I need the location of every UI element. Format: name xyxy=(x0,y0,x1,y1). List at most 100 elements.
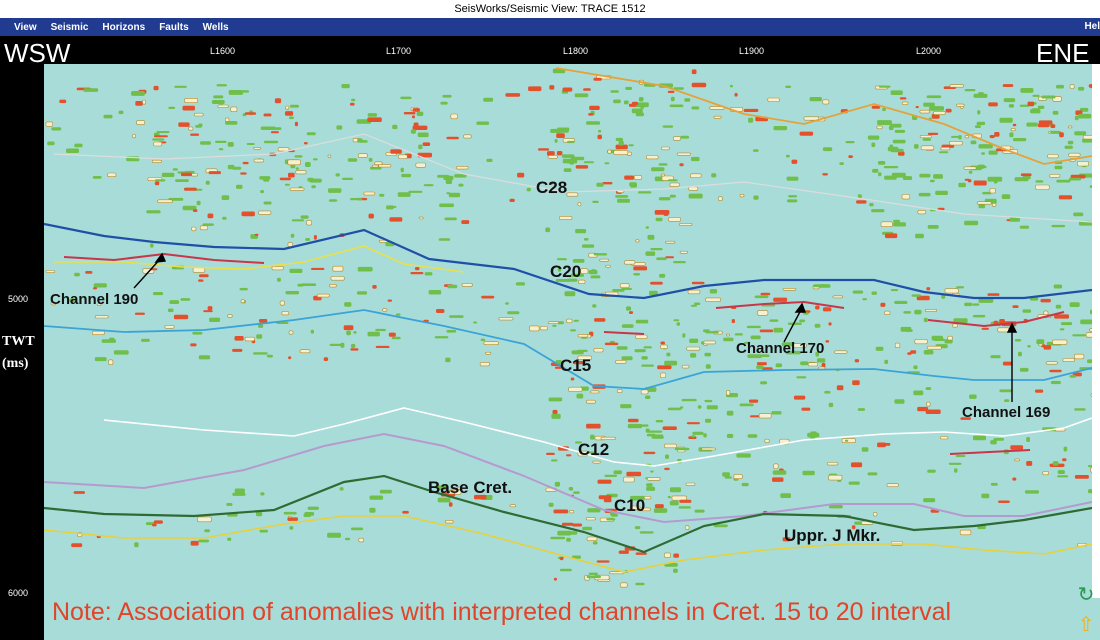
anomaly-blob xyxy=(822,99,830,105)
anomaly-blob xyxy=(1059,328,1065,331)
anomaly-blob xyxy=(1074,408,1086,411)
anomaly-blob xyxy=(780,493,791,498)
anomaly-blob xyxy=(234,336,244,341)
anomaly-blob xyxy=(327,532,341,538)
anomaly-blob xyxy=(1068,125,1073,129)
anomaly-blob xyxy=(505,302,509,305)
anomaly-blob xyxy=(926,95,942,99)
anomaly-blob xyxy=(923,317,928,323)
anomaly-blob xyxy=(1002,84,1014,87)
anomaly-blob xyxy=(826,462,839,466)
anomaly-blob xyxy=(109,337,115,341)
anomaly-blob xyxy=(852,380,860,386)
anomaly-blob xyxy=(713,115,722,119)
anomaly-blob xyxy=(199,225,208,231)
anomaly-blob xyxy=(694,509,705,513)
anomaly-blob xyxy=(583,238,589,241)
anomaly-blob xyxy=(676,152,691,156)
anomaly-blob xyxy=(750,415,760,418)
anomaly-blob xyxy=(588,113,594,116)
anomaly-blob xyxy=(350,198,363,201)
label-c28: C28 xyxy=(536,178,568,197)
anomaly-blob xyxy=(952,323,958,328)
anomaly-blob xyxy=(554,139,558,143)
anomaly-blob xyxy=(266,354,273,358)
anomaly-blob xyxy=(1068,152,1081,157)
anomaly-blob xyxy=(705,297,721,302)
anomaly-blob xyxy=(1043,345,1052,350)
anomaly-blob xyxy=(479,362,490,367)
anomaly-blob xyxy=(598,495,612,500)
anomaly-blob xyxy=(281,311,290,316)
anomaly-blob xyxy=(834,350,848,354)
horizon-c15-line xyxy=(44,309,1092,390)
anomaly-blob xyxy=(196,200,201,206)
menu-horizons[interactable]: Horizons xyxy=(102,21,146,33)
anomaly-blob xyxy=(848,155,853,158)
menu-faults[interactable]: Faults xyxy=(159,21,189,33)
anomaly-blob xyxy=(301,283,317,286)
anomaly-blob xyxy=(669,104,684,108)
anomaly-blob xyxy=(277,277,281,282)
anomaly-blob xyxy=(631,101,638,106)
anomaly-blob xyxy=(646,486,656,491)
rotate-icon[interactable]: ↻ xyxy=(1077,584,1095,606)
menu-wells[interactable]: Wells xyxy=(202,21,229,33)
anomaly-blob xyxy=(650,248,663,251)
anomaly-blob xyxy=(733,474,743,479)
anomaly-blob xyxy=(136,120,145,125)
menu-help[interactable]: Hel xyxy=(1084,21,1100,32)
anomaly-blob xyxy=(697,405,702,409)
anomaly-blob xyxy=(294,121,298,127)
anomaly-blob xyxy=(400,96,412,100)
anomaly-blob xyxy=(627,423,643,429)
right-scrollbar[interactable] xyxy=(1092,64,1100,598)
anomaly-blob xyxy=(192,209,198,212)
anomaly-blob xyxy=(1069,302,1080,307)
anomaly-blob xyxy=(894,300,908,304)
anomaly-blob xyxy=(1087,359,1092,364)
menu-seismic[interactable]: Seismic xyxy=(50,21,89,33)
anomaly-blob xyxy=(694,302,701,305)
anomaly-blob xyxy=(289,104,299,108)
anomaly-blob xyxy=(438,238,451,241)
anomaly-blob xyxy=(566,318,573,324)
anomaly-blob xyxy=(679,499,692,503)
anomaly-blob xyxy=(505,93,521,97)
anomaly-blob xyxy=(1068,177,1082,181)
anomaly-blob xyxy=(461,220,470,224)
anomaly-blob xyxy=(947,335,953,341)
anomaly-blob xyxy=(517,172,525,178)
anomaly-blob xyxy=(328,188,342,193)
anomaly-blob xyxy=(691,281,705,285)
anomaly-blob xyxy=(515,282,525,286)
anomaly-blob xyxy=(817,358,826,363)
anomaly-blob xyxy=(1056,179,1071,183)
anomaly-blob xyxy=(153,520,163,524)
anomaly-blob xyxy=(885,233,898,239)
anomaly-blob xyxy=(672,136,682,141)
anomaly-blob xyxy=(336,125,343,130)
anomaly-blob xyxy=(582,526,593,531)
seismic-section[interactable] xyxy=(44,64,1092,598)
anomaly-blob xyxy=(862,298,867,301)
anomaly-blob xyxy=(528,86,542,92)
anomaly-blob xyxy=(606,518,616,521)
anomaly-blob xyxy=(726,333,731,337)
anomaly-blob xyxy=(646,483,653,487)
anomaly-blob xyxy=(894,129,906,133)
anomaly-blob xyxy=(1009,217,1020,222)
anomaly-blob xyxy=(948,462,962,465)
anomaly-blob xyxy=(402,510,409,514)
anomaly-blob xyxy=(741,482,749,487)
anomaly-blob xyxy=(803,116,820,121)
anomaly-blob xyxy=(203,310,213,313)
menu-view[interactable]: View xyxy=(14,21,37,33)
anomaly-blob xyxy=(400,167,404,173)
anomaly-blob xyxy=(297,283,304,287)
anomaly-blob xyxy=(440,101,448,105)
up-arrow-icon[interactable]: ⇧ xyxy=(1077,614,1095,636)
anomaly-blob xyxy=(1035,180,1044,183)
anomaly-blob xyxy=(330,276,345,281)
anomaly-blob xyxy=(990,355,1001,359)
